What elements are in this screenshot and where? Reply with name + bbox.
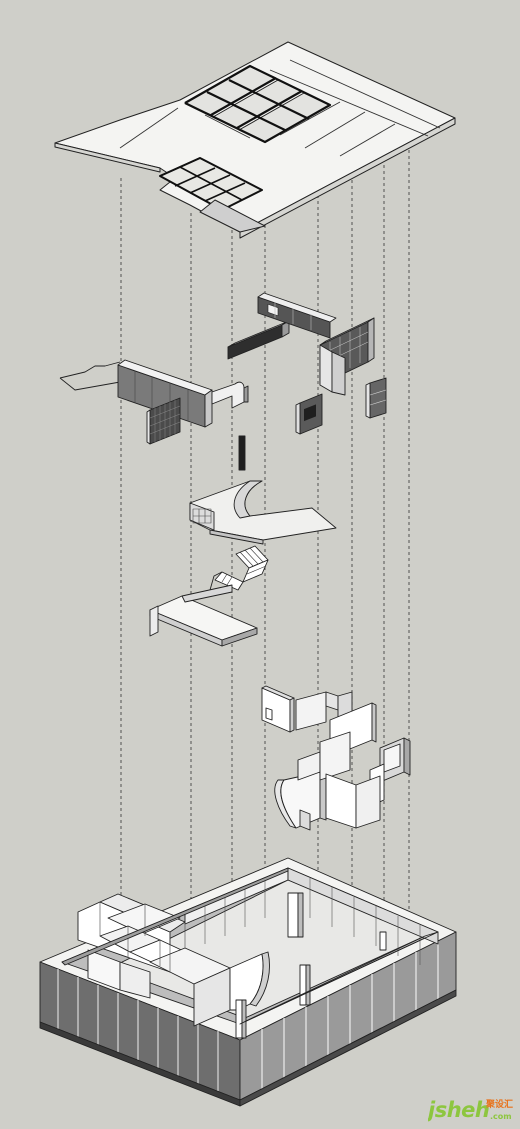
watermark-brand: jsheh: [428, 1098, 489, 1122]
jsheh-watermark-logo: jsheh 聚设汇 .com: [428, 1098, 513, 1122]
partition-wall-layer: [261, 685, 411, 831]
watermark-domain: .com: [490, 1112, 512, 1121]
upper-partition-layer: [59, 292, 387, 471]
watermark-brand-cn: 聚设汇: [485, 1098, 513, 1110]
mezzanine-stair-layer: [149, 480, 337, 647]
ground-floor-base: [39, 857, 457, 1107]
roof-layer: [54, 41, 456, 239]
